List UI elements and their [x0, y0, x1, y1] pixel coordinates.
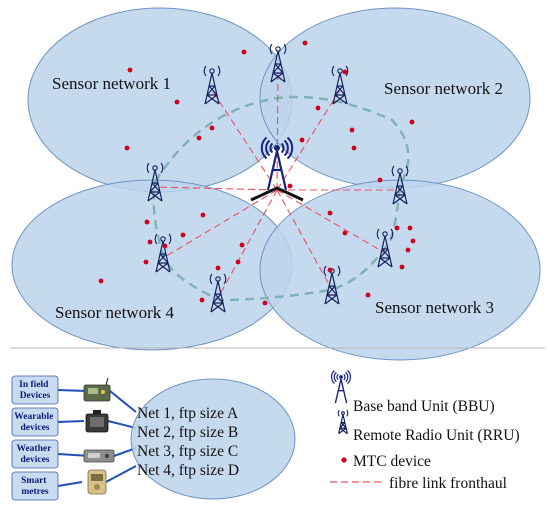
rru-tower-icon [154, 233, 172, 273]
rru-tower-icon [269, 43, 287, 83]
svg-text:Wearable devices: Wearable devices [14, 412, 55, 433]
net-2-label: Net 2, ftp size B [137, 424, 238, 441]
mtc-device-dot [315, 105, 321, 111]
mtc-device-dot [235, 259, 241, 265]
ellipse-sensor-network-2 [259, 7, 531, 189]
fibre-link [162, 189, 278, 259]
in-field-device-icon [83, 377, 111, 402]
device-box-in-field: In field Devices [11, 375, 59, 405]
sensor-network-4-label: Sensor network 4 [55, 303, 174, 322]
legend-mtc-dot [341, 457, 347, 463]
fibre-link [276, 189, 386, 254]
sensor-network-2-label: Sensor network 2 [384, 79, 503, 98]
legend-rru-label: Remote Radio Unit (RRU) [353, 427, 520, 444]
legend-fibre-label: fibre link fronthaul [389, 475, 507, 492]
ellipse-sensor-network-3 [259, 179, 541, 361]
mtc-device-dot [239, 242, 245, 248]
rru-towers [146, 43, 409, 313]
rru-tower-icon [331, 65, 349, 105]
device-panel: In field Devices Wearable devices Weathe… [10, 347, 545, 501]
mtc-devices [98, 40, 416, 306]
mtc-device-dot [302, 40, 308, 46]
nets-ellipse [130, 378, 296, 500]
mtc-device-dot [262, 300, 268, 306]
mtc-device-dot [405, 247, 411, 253]
legend-rru-icon [337, 409, 349, 435]
mtc-device-dot [327, 267, 333, 273]
sensor-network-1-label: Sensor network 1 [52, 74, 171, 93]
sensor-network-3-label: Sensor network 3 [375, 298, 494, 317]
legend-bbu-label: Base band Unit (BBU) [353, 398, 495, 415]
svg-text:Smart metres: Smart metres [21, 476, 49, 497]
mtc-device-dot [162, 243, 168, 249]
rru-tower-icon [323, 265, 341, 305]
weather-device-icon [83, 449, 115, 463]
mtc-device-dot [351, 145, 357, 151]
fibre-link [217, 189, 278, 299]
mtc-device-dot [342, 230, 348, 236]
mtc-device-dot [215, 265, 221, 271]
mtc-device-dot [299, 137, 305, 143]
mtc-device-dot [199, 297, 205, 303]
rru-tower-icon [376, 228, 394, 268]
mtc-device-dot [377, 177, 383, 183]
mtc-device-dot [399, 264, 405, 270]
svg-text:Weather devices: Weather devices [16, 444, 53, 465]
fibre-links [154, 67, 400, 299]
fibre-link [276, 189, 333, 291]
smart-metre-icon [87, 469, 107, 495]
rru-tower-icon [203, 65, 221, 105]
mtc-device-dot [407, 225, 413, 231]
mtc-device-dot [98, 278, 104, 284]
network-ellipses [11, 7, 541, 361]
device-box-weather: Weather devices [11, 439, 59, 469]
mtc-device-dot [180, 232, 186, 238]
mtc-device-dot [409, 119, 415, 125]
bbu-tower-icon [250, 136, 304, 202]
mtc-device-dot [342, 69, 348, 75]
legend-bbu-icon [330, 370, 352, 404]
mtc-device-dot [327, 210, 333, 216]
wearable-device-icon [85, 410, 109, 433]
mtc-device-dot [410, 238, 416, 244]
mtc-device-dot [174, 99, 180, 105]
ellipse-sensor-network-4 [11, 179, 293, 351]
mtc-device-dot [365, 292, 371, 298]
net-3-label: Net 3, ftp size C [137, 443, 238, 460]
mtc-device-dot [127, 67, 133, 73]
fibre-link [276, 67, 279, 191]
net-1-label: Net 1, ftp size A [137, 405, 239, 422]
mtc-device-dot [349, 127, 355, 133]
net-4-label: Net 4, ftp size D [137, 462, 239, 479]
rru-tower-icon [209, 273, 227, 313]
device-box-wearable: Wearable devices [11, 407, 59, 437]
mtc-device-dot [241, 49, 247, 55]
symbol-legend: Base band Unit (BBU) Remote Radio Unit (… [330, 370, 520, 492]
mtc-device-dot [144, 219, 150, 225]
mtc-device-dot [287, 183, 293, 189]
svg-text:In field Devices: In field Devices [19, 380, 51, 401]
mtc-device-dot [200, 212, 206, 218]
device-box-smart-metres: Smart metres [11, 471, 59, 501]
legend-mtc-label: MTC device [353, 453, 431, 470]
rru-tower-icon [391, 165, 409, 205]
mtc-device-dot [147, 239, 153, 245]
mtc-device-dot [196, 135, 202, 141]
rru-tower-icon [146, 162, 164, 202]
ellipse-sensor-network-1 [27, 7, 293, 193]
mtc-device-dot [209, 125, 215, 131]
fibre-link [276, 89, 341, 191]
mtc-device-dot [143, 259, 149, 265]
fibre-link [211, 89, 278, 191]
mtc-device-dot [394, 225, 400, 231]
fibre-link [154, 186, 278, 191]
mtc-device-dot [124, 145, 130, 151]
